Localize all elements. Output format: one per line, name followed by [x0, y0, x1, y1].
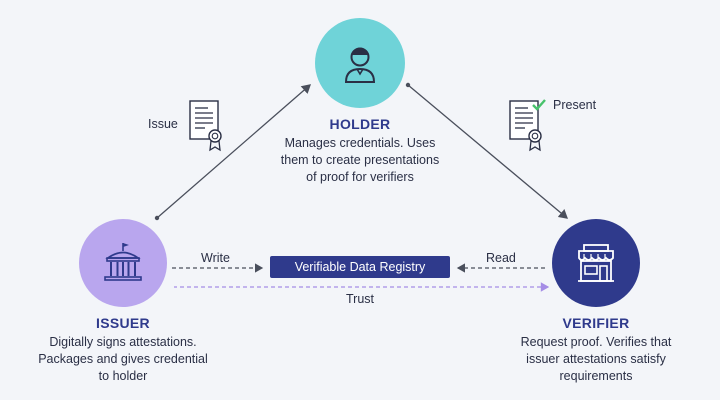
- verifier-node: [552, 219, 640, 307]
- holder-description: Manages credentials. Uses them to create…: [280, 136, 440, 184]
- government-building-icon: [104, 243, 142, 281]
- verifier-title: VERIFIER: [562, 315, 630, 331]
- issue-label: Issue: [148, 117, 178, 131]
- present-label: Present: [553, 98, 597, 112]
- issue-arrow-start-dot: [154, 215, 160, 221]
- verified-certificate-icon: [509, 99, 546, 152]
- issuer-description: Digitally signs attestations. Packages a…: [38, 335, 208, 383]
- present-arrow: [407, 84, 568, 219]
- verifiable-data-registry: Verifiable Data Registry: [270, 256, 450, 278]
- person-icon: [344, 47, 376, 83]
- issuer-node: [79, 219, 167, 307]
- holder-node: [315, 18, 405, 108]
- write-label: Write: [201, 251, 230, 265]
- certificate-icon: [189, 100, 222, 152]
- holder-title: HOLDER: [329, 116, 391, 132]
- verifier-description: Request proof. Verifies that issuer atte…: [520, 335, 672, 383]
- present-arrow-start-dot: [405, 82, 411, 88]
- trust-label: Trust: [346, 292, 375, 306]
- storefront-icon: [578, 244, 614, 282]
- issue-arrow: [156, 84, 311, 219]
- read-label: Read: [486, 251, 516, 265]
- issuer-title: ISSUER: [96, 315, 150, 331]
